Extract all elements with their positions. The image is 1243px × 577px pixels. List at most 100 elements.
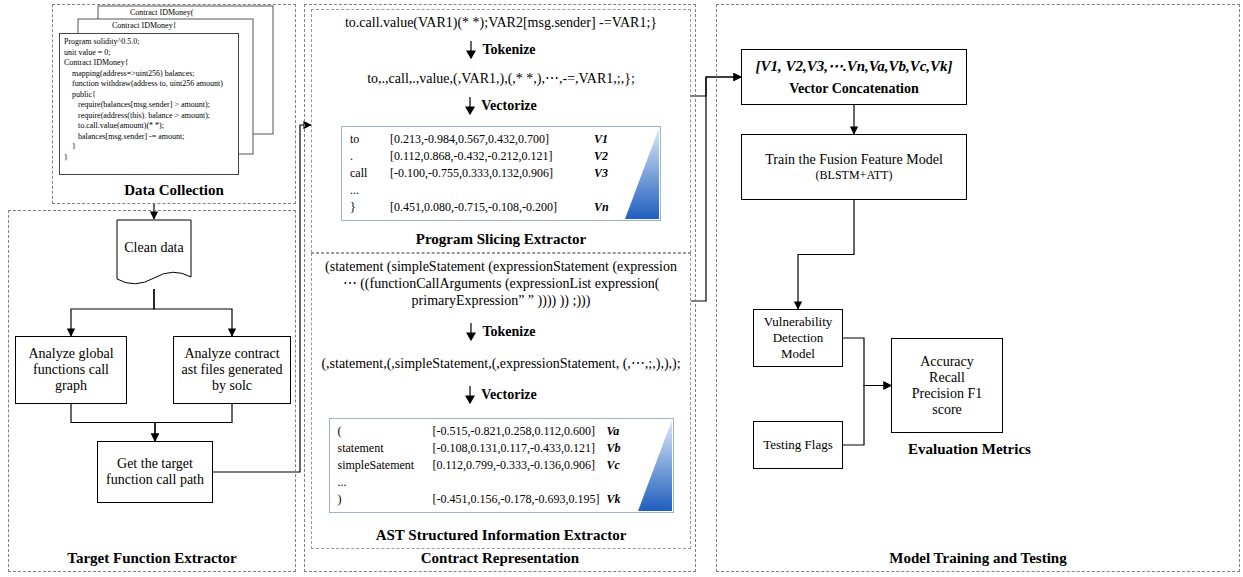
vector-table: to[0.213,-0.984,0.567,0.432,0.700]V1.[0.… (341, 126, 661, 221)
vector-name: Va (607, 423, 631, 440)
vector-name: Vc (607, 457, 631, 474)
panel-title: Program Slicing Extractor (416, 231, 587, 248)
node-label: Get the target function call path (102, 456, 208, 488)
vector-row: .[0.112,0.868,-0.432,-0.212,0.121]V2 (350, 148, 618, 165)
flow-arrow (466, 323, 476, 341)
step-label: Tokenize (482, 42, 535, 58)
vector-row: to[0.213,-0.984,0.567,0.432,0.700]V1 (350, 131, 618, 148)
code-line: require(address(this). balance > amount)… (64, 111, 234, 122)
token: . (350, 148, 390, 165)
process-box: Train the Fusion Feature Model(BLSTM+ATT… (741, 134, 967, 200)
token: call (350, 165, 390, 182)
region-title: Target Function Extractor (9, 550, 295, 567)
doc-header: Contract IDMoney( (130, 8, 193, 18)
process-box: Analyze global functions call graph (15, 336, 127, 404)
vector-slot: ([-0.515,-0.821,0.258,0.112,0.600]Vastat… (329, 418, 674, 513)
vector-value: [0.112,0.799,-0.333,-0.136,0.906] (433, 457, 607, 474)
connector (71, 404, 155, 441)
node-label: [V1, V2,V3,⋯.Vn,Va,Vb,Vc,Vk] (755, 57, 952, 75)
vector-value: [0.451,0.080,-0.715,-0.108,-0.200] (390, 199, 594, 216)
vector-name: V2 (594, 148, 618, 165)
vector-value: [-0.451,0.156,-0.178,-0.693,0.195] (433, 491, 607, 508)
vector-name: Vn (594, 199, 618, 216)
connector (71, 289, 154, 336)
token: ... (350, 182, 390, 199)
code-line: unit value = 0; (64, 48, 234, 59)
code-line: require(balances[msg.sender] > amount); (64, 100, 234, 111)
connector (843, 338, 891, 386)
region-title: Model Training and Testing (717, 550, 1239, 567)
region-frame: Target Function Extractor Clean dataAnaly… (8, 210, 296, 572)
vector-name: Vb (607, 440, 631, 457)
region-frame: Data CollectionProgram solidity^0.5.0;un… (52, 4, 296, 204)
vector-row: call[-0.100,-0.755,0.333,0.132,0.906]V3 (350, 165, 618, 182)
step-row: Tokenize (466, 323, 535, 341)
token-list: (,statement,(,simpleStatement,(,expressi… (321, 355, 680, 372)
node-label: Vector Concatenation (789, 81, 919, 97)
flow-arrow (465, 97, 475, 115)
code-line: } (64, 153, 234, 164)
code-line: Contract IDMoney{ (64, 58, 234, 69)
process-box: Accuracy Recall Precision F1 score (891, 338, 1003, 433)
gradient-triangle (638, 420, 672, 511)
code-line: to.call.value(amount)(* *); (64, 121, 234, 132)
token: ( (338, 423, 433, 440)
step-row: Vectorize (465, 386, 536, 404)
code-line: Program solidity^0.5.0; (64, 37, 234, 48)
code-line: balances[msg.sender] -= amount; (64, 132, 234, 143)
vector-value: [-0.515,-0.821,0.258,0.112,0.600] (433, 423, 607, 440)
vector-value: [-0.108,0.131,0.117,-0.433,0.121] (433, 440, 607, 457)
step-label: Tokenize (482, 324, 535, 340)
node-label: Train the Fusion Feature Model (765, 152, 943, 168)
code-line: mapping(address=>uint256) balances; (64, 69, 234, 80)
vector-row: ([-0.515,-0.821,0.258,0.112,0.600]Va (338, 423, 631, 440)
connector (213, 125, 311, 472)
region-frame: Contract Representation to.call.value(VAR… (304, 4, 696, 572)
step-label: Vectorize (481, 387, 536, 403)
process-box: [V1, V2,V3,⋯.Vn,Va,Vb,Vc,Vk] Vector Conca… (741, 49, 967, 105)
extractor-panel: (statement (simpleStatement (expressionS… (311, 253, 691, 549)
vector-slot: to[0.213,-0.984,0.567,0.432,0.700]V1.[0.… (341, 126, 661, 221)
node-label: Analyze contract ast files generated by … (178, 346, 286, 394)
code-snippet: (statement (simpleStatement (expressionS… (317, 258, 685, 309)
node-label: Testing Flags (763, 437, 833, 453)
token-list: to,.,call,.,value,(,VAR1,),(,* *,),⋯,-=,… (367, 70, 635, 87)
vector-name: V1 (594, 131, 618, 148)
flow-arrow (465, 386, 475, 404)
vector-row: simpleSatement[0.112,0.799,-0.333,-0.136… (338, 457, 631, 474)
vector-row: ... (350, 182, 618, 199)
step-row: Tokenize (466, 41, 535, 59)
token: ... (338, 474, 433, 491)
document-shape: Clean data (116, 219, 192, 289)
step-label: Vectorize (481, 98, 536, 114)
node-label: Accuracy Recall Precision F1 score (910, 354, 984, 418)
token: ) (338, 491, 433, 508)
gradient-triangle (625, 128, 659, 219)
connector (853, 105, 854, 134)
doc-header: Contract IDMoney{ (112, 21, 177, 31)
connector (843, 386, 891, 446)
connector (153, 204, 154, 219)
process-box: Analyze contract ast files generated by … (173, 336, 291, 404)
region-title: Contract Representation (305, 550, 695, 567)
connector (154, 289, 232, 336)
node-label: Vulnerability Detection Model (758, 314, 838, 362)
code-snippet: to.call.value(VAR1)(* *);VAR2[msg.sender… (345, 14, 657, 31)
token: } (350, 199, 390, 216)
section-title: Evaluation Metrics (908, 440, 1031, 458)
connector (155, 404, 232, 441)
vector-row: )[-0.451,0.156,-0.178,-0.693,0.195]Vk (338, 491, 631, 508)
flow-arrow (466, 41, 476, 59)
code-line: } (64, 142, 234, 153)
vector-value: [0.213,-0.984,0.567,0.432,0.700] (390, 131, 594, 148)
code-document: Program solidity^0.5.0;unit value = 0;Co… (59, 33, 239, 175)
vector-name: Vk (607, 491, 631, 508)
node-label: Analyze global functions call graph (20, 346, 122, 394)
vector-row: }[0.451,0.080,-0.715,-0.108,-0.200]Vn (350, 199, 618, 216)
vector-table: ([-0.515,-0.821,0.258,0.112,0.600]Vastat… (329, 418, 674, 513)
token: statement (338, 440, 433, 457)
vector-name: V3 (594, 165, 618, 182)
code-line: function withdraw(address to, uint256 am… (64, 79, 234, 100)
connector (798, 200, 854, 309)
extractor-panel: to.call.value(VAR1)(* *);VAR2[msg.sender… (311, 9, 691, 253)
